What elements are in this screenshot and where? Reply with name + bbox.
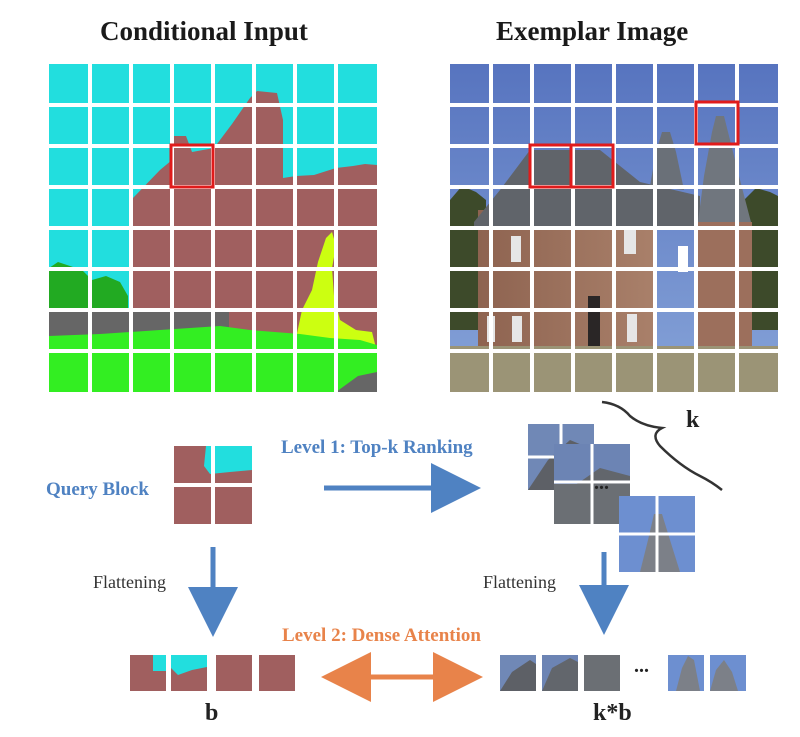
kb-label: k*b — [593, 700, 632, 726]
flattened-query-row — [130, 655, 295, 691]
conditional-input-title: Conditional Input — [100, 16, 308, 46]
flattened-exemplar-row — [500, 655, 746, 691]
flattening-left-label: Flattening — [93, 572, 166, 592]
stack-ellipsis: ... — [594, 472, 609, 494]
k-brace — [601, 400, 723, 491]
b-label: b — [205, 700, 219, 726]
topk-block-stack — [528, 424, 695, 572]
level1-label: Level 1: Top-k Ranking — [281, 437, 473, 458]
photo-window — [512, 316, 522, 342]
photo-window — [511, 236, 521, 262]
match-highlight-box — [694, 100, 740, 146]
k-label: k — [686, 407, 700, 433]
query-block — [174, 446, 252, 524]
level2-label: Level 2: Dense Attention — [282, 625, 481, 646]
row-ellipsis: ... — [634, 655, 649, 677]
match-highlight-box — [569, 143, 615, 189]
photo-window — [627, 314, 637, 342]
topk-block — [619, 496, 695, 572]
photo-door — [588, 296, 600, 346]
exemplar-image-title: Exemplar Image — [496, 16, 689, 46]
photo-window — [678, 246, 688, 272]
photo-window — [624, 228, 636, 254]
seg-plant — [296, 232, 377, 352]
query-block-label: Query Block — [46, 479, 149, 500]
seg-road-right — [336, 372, 377, 392]
query-highlight-box — [169, 143, 215, 189]
flattening-right-label: Flattening — [483, 572, 556, 592]
photo-tower-wall — [698, 222, 752, 346]
topk-block — [554, 484, 630, 524]
